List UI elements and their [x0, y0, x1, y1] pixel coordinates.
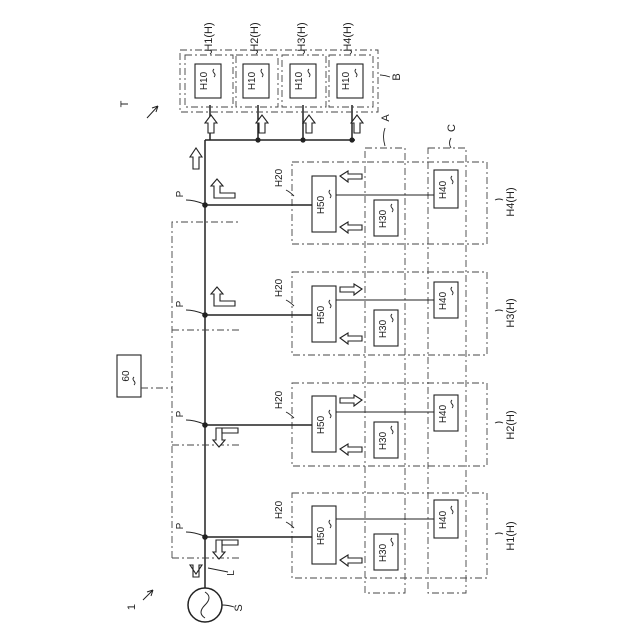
row-ref: H20: [274, 390, 285, 409]
up-arrow-icon: [351, 115, 363, 133]
row-title: H1(H): [505, 521, 517, 550]
transfer-arrow: [147, 106, 158, 118]
row-title: H4(H): [505, 187, 517, 216]
h40-label: H40: [438, 510, 449, 529]
top-unit-4: H10 H4(H): [329, 22, 373, 107]
leader-curve: [450, 138, 452, 148]
left-arrow-icon: [340, 333, 362, 344]
transfer-label: T: [119, 100, 131, 107]
junction-label: P: [175, 300, 186, 307]
left-arrow-icon: [340, 222, 362, 233]
row-H3: H3(H) H20 H50 H30 H40 P: [175, 272, 517, 355]
row-ref: H20: [274, 500, 285, 519]
group-C-label: C: [446, 124, 458, 132]
junction-label: P: [175, 410, 186, 417]
left-arrow-icon: [340, 555, 362, 566]
row-ref: H20: [274, 278, 285, 297]
up-arrow-icon: [303, 115, 315, 133]
h30-label: H30: [378, 319, 389, 338]
top-unit-title: H3(H): [296, 22, 308, 51]
group-B-label: B: [391, 73, 403, 80]
system-label: 1: [126, 604, 138, 610]
source-label: S: [233, 604, 245, 611]
h50-label: H50: [316, 415, 327, 434]
leader-curve: [380, 75, 390, 77]
h30-label: H30: [378, 431, 389, 450]
top-unit-title: H2(H): [249, 22, 261, 51]
h10-label: H10: [341, 71, 352, 90]
h50-label: H50: [316, 195, 327, 214]
source: S L: [188, 565, 245, 622]
top-unit-1: H10 H1(H): [185, 22, 233, 107]
group-A-label: A: [380, 114, 392, 122]
h30-label: H30: [378, 209, 389, 228]
top-unit-title: H1(H): [203, 22, 215, 51]
top-unit-title: H4(H): [342, 22, 354, 51]
h30-label: H30: [378, 543, 389, 562]
h50-label: H50: [316, 526, 327, 545]
h10-label: H10: [199, 71, 210, 90]
row-title: H3(H): [505, 298, 517, 327]
system-arrow: [143, 590, 153, 600]
h40-label: H40: [438, 180, 449, 199]
h50-label: H50: [316, 305, 327, 324]
row-title: H2(H): [505, 410, 517, 439]
junction-label: P: [175, 190, 186, 197]
leader-curve: [384, 128, 386, 146]
down-arrow-icon: [190, 565, 202, 577]
right-arrow-icon: [340, 395, 362, 406]
right-arrow-icon: [340, 284, 362, 295]
controller: 60: [117, 355, 172, 397]
top-unit-3: H10 H3(H): [282, 22, 326, 107]
controller-frame: [172, 222, 240, 558]
node-dot: [255, 137, 260, 142]
controller-label: 60: [121, 370, 132, 382]
node-dot: [349, 137, 354, 142]
main-line-label: L: [226, 570, 237, 576]
h10-label: H10: [247, 71, 258, 90]
bend-arrow-icon: [211, 179, 235, 198]
top-unit-2: H10 H2(H): [236, 22, 278, 107]
row-ref: H20: [274, 168, 285, 187]
up-arrow-icon: [205, 115, 217, 133]
left-arrow-icon: [340, 444, 362, 455]
junction-label: P: [175, 522, 186, 529]
h40-label: H40: [438, 404, 449, 423]
up-arrow-icon: [190, 148, 202, 169]
left-arrow-icon: [340, 171, 362, 182]
h40-label: H40: [438, 291, 449, 310]
node-dot: [300, 137, 305, 142]
bend-arrow-icon: [211, 287, 235, 306]
h10-label: H10: [294, 71, 305, 90]
